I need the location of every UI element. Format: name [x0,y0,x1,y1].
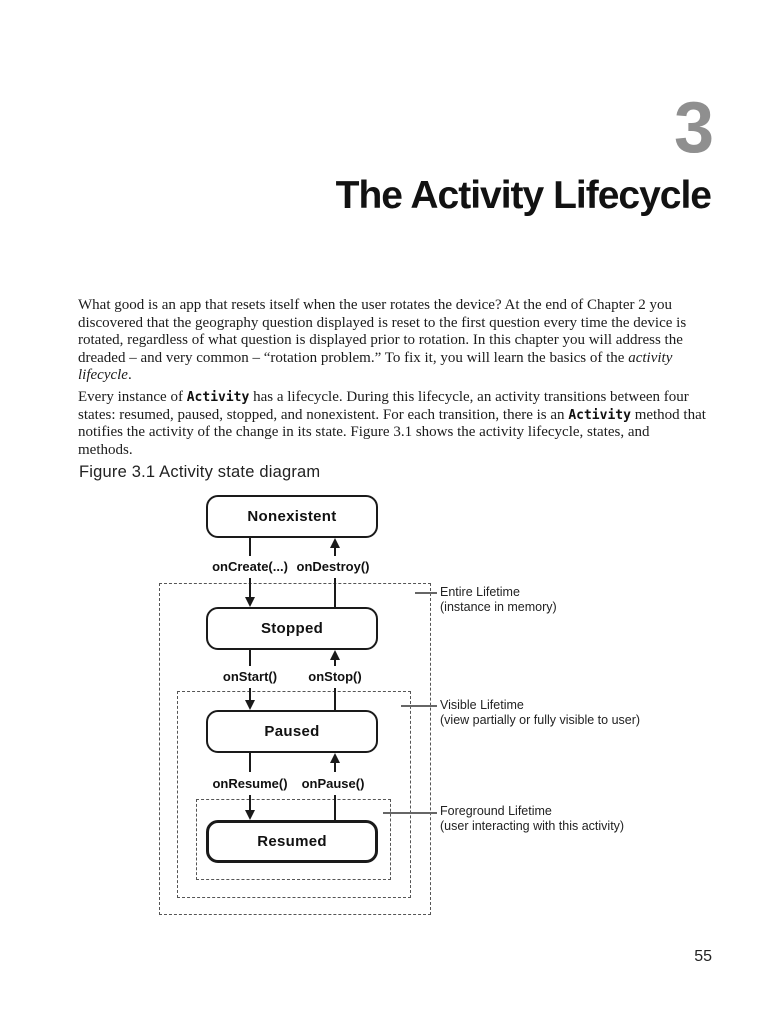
onstop-arrowhead-icon [330,650,340,660]
onstop-arrow-line [334,660,336,666]
visible-lifetime-connector-line [401,705,437,707]
foreground-lifetime-box [196,799,391,880]
oncreate-arrowhead-icon [245,597,255,607]
code-run: Activity [186,390,250,405]
lifetime-desc: (instance in memory) [440,599,557,614]
onresume-label: onResume() [209,776,291,791]
onpause-arrowhead-icon [330,753,340,763]
text-run: . [127,367,132,383]
onpause-arrow-line [334,763,336,772]
onresume-arrow-line [249,753,251,772]
oncreate-arrow-line [249,538,251,556]
lifetime-name: Foreground Lifetime [440,804,552,818]
ondestroy-arrowhead-icon [330,538,340,548]
page-number: 55 [694,948,712,965]
onstart-arrowhead-icon [245,700,255,710]
onstop-label: onStop() [305,669,365,684]
oncreate-label: onCreate(...) [209,559,291,574]
figure-caption: Figure 3.1 Activity state diagram [79,463,321,481]
onresume-arrow-line [249,795,251,810]
onstart-arrow-line [249,688,251,700]
entire-lifetime-label: Entire Lifetime (instance in memory) [440,585,557,614]
intro-paragraph: What good is an app that resets itself w… [78,297,706,385]
ondestroy-label: onDestroy() [293,559,373,574]
lifecycle-paragraph: Every instance of Activity has a lifecyc… [78,389,706,459]
ondestroy-arrow-line [334,548,336,556]
ondestroy-arrow-line [334,578,336,607]
text-run: method that notifies the activity of the… [78,406,706,458]
text-run: Every instance of [78,389,187,405]
entire-lifetime-box [159,583,431,915]
state-box-paused: Paused [206,710,378,753]
entire-lifetime-connector-line [415,592,437,594]
code-run: Activity [568,407,631,423]
foreground-lifetime-connector-line [383,812,437,814]
onstart-label: onStart() [219,669,281,684]
text-run: What good is an app that resets itself w… [78,297,687,366]
state-box-nonexistent: Nonexistent [206,495,378,538]
onpause-arrow-line [334,795,336,820]
onstart-arrow-line [249,650,251,666]
lifetime-desc: (view partially or fully visible to user… [440,712,641,727]
foreground-lifetime-label: Foreground Lifetime (user interacting wi… [440,804,624,833]
visible-lifetime-box [177,691,411,898]
oncreate-arrow-line [249,578,251,598]
text-run-italic: activity lifecycle [78,349,673,384]
onstop-arrow-line [334,688,336,710]
onresume-arrowhead-icon [245,810,255,820]
onpause-label: onPause() [298,776,368,791]
chapter-title: The Activity Lifecycle [335,174,712,217]
lifetime-name: Entire Lifetime [440,585,520,599]
state-box-resumed: Resumed [206,820,378,863]
visible-lifetime-label: Visible Lifetime (view partially or full… [440,698,640,727]
chapter-number: 3 [673,88,714,168]
lifetime-desc: (user interacting with this activity) [440,818,625,833]
lifetime-name: Visible Lifetime [440,698,524,712]
text-run: has a lifecycle. During this lifecycle, … [78,389,689,423]
state-box-stopped: Stopped [206,607,378,650]
